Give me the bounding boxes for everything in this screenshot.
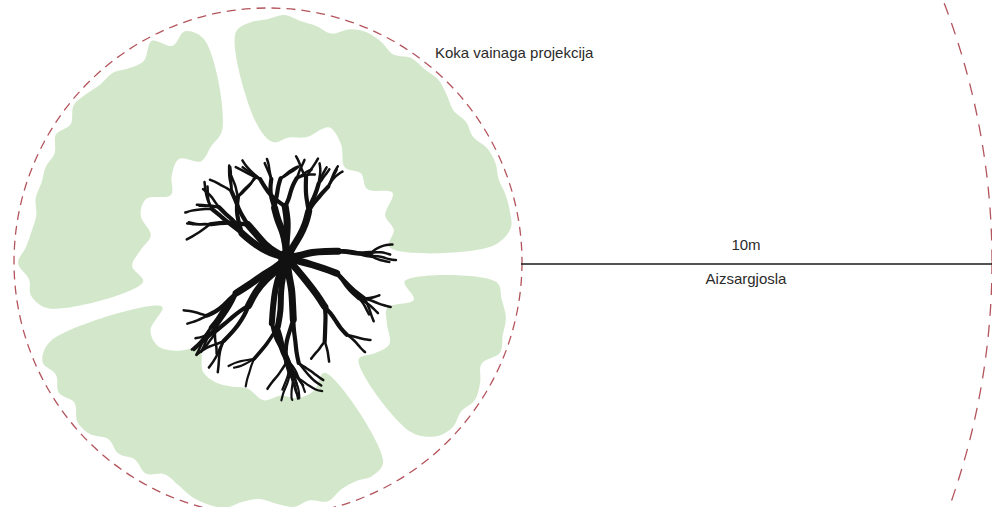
root	[325, 307, 347, 335]
dimension-line	[521, 263, 992, 265]
root	[359, 298, 378, 313]
root	[185, 209, 212, 213]
root	[359, 295, 379, 298]
root	[306, 159, 318, 178]
root	[187, 224, 210, 239]
root	[210, 180, 231, 191]
crown-projection-label: Koka vainaga projekcija	[435, 44, 593, 62]
root	[281, 167, 298, 178]
root	[267, 159, 271, 179]
root	[311, 341, 325, 358]
root	[236, 167, 260, 179]
crown-projection-circle	[14, 8, 522, 507]
root	[325, 341, 329, 361]
root	[282, 361, 289, 390]
root	[371, 252, 390, 254]
root	[347, 335, 365, 352]
root	[243, 167, 260, 179]
root	[187, 316, 206, 324]
root	[211, 293, 236, 327]
root	[293, 319, 298, 362]
root	[299, 363, 324, 380]
root	[275, 178, 281, 208]
root-collar	[278, 249, 296, 267]
root	[371, 245, 392, 253]
root	[197, 205, 219, 207]
root	[285, 178, 296, 206]
root	[323, 307, 328, 341]
root-system	[184, 156, 396, 400]
root	[229, 165, 231, 191]
root	[289, 361, 304, 385]
root	[309, 184, 319, 211]
root	[319, 167, 327, 183]
root	[187, 222, 210, 225]
root	[291, 376, 293, 400]
root	[210, 223, 248, 225]
root	[215, 328, 217, 354]
distance-label: 10m	[731, 236, 760, 254]
root	[337, 273, 359, 298]
root	[203, 189, 219, 207]
root	[338, 251, 371, 253]
root	[272, 323, 289, 361]
root	[272, 258, 287, 323]
root	[218, 341, 224, 372]
root	[372, 256, 390, 262]
root	[337, 273, 365, 298]
root	[328, 172, 342, 187]
root	[231, 191, 248, 225]
root	[238, 179, 255, 197]
root	[296, 156, 306, 177]
root	[196, 328, 210, 355]
root	[306, 177, 309, 211]
crown-lobe	[358, 275, 505, 437]
root	[272, 323, 291, 366]
zone-label: Aizsargjosla	[706, 270, 787, 288]
crown-lobe	[42, 306, 383, 507]
root	[230, 167, 231, 191]
root	[199, 206, 219, 207]
crown-lobe	[18, 31, 223, 309]
root	[184, 310, 207, 315]
root	[338, 251, 371, 256]
crown-lobes	[18, 15, 512, 507]
root	[234, 359, 254, 368]
root	[281, 167, 298, 179]
root	[270, 179, 274, 208]
